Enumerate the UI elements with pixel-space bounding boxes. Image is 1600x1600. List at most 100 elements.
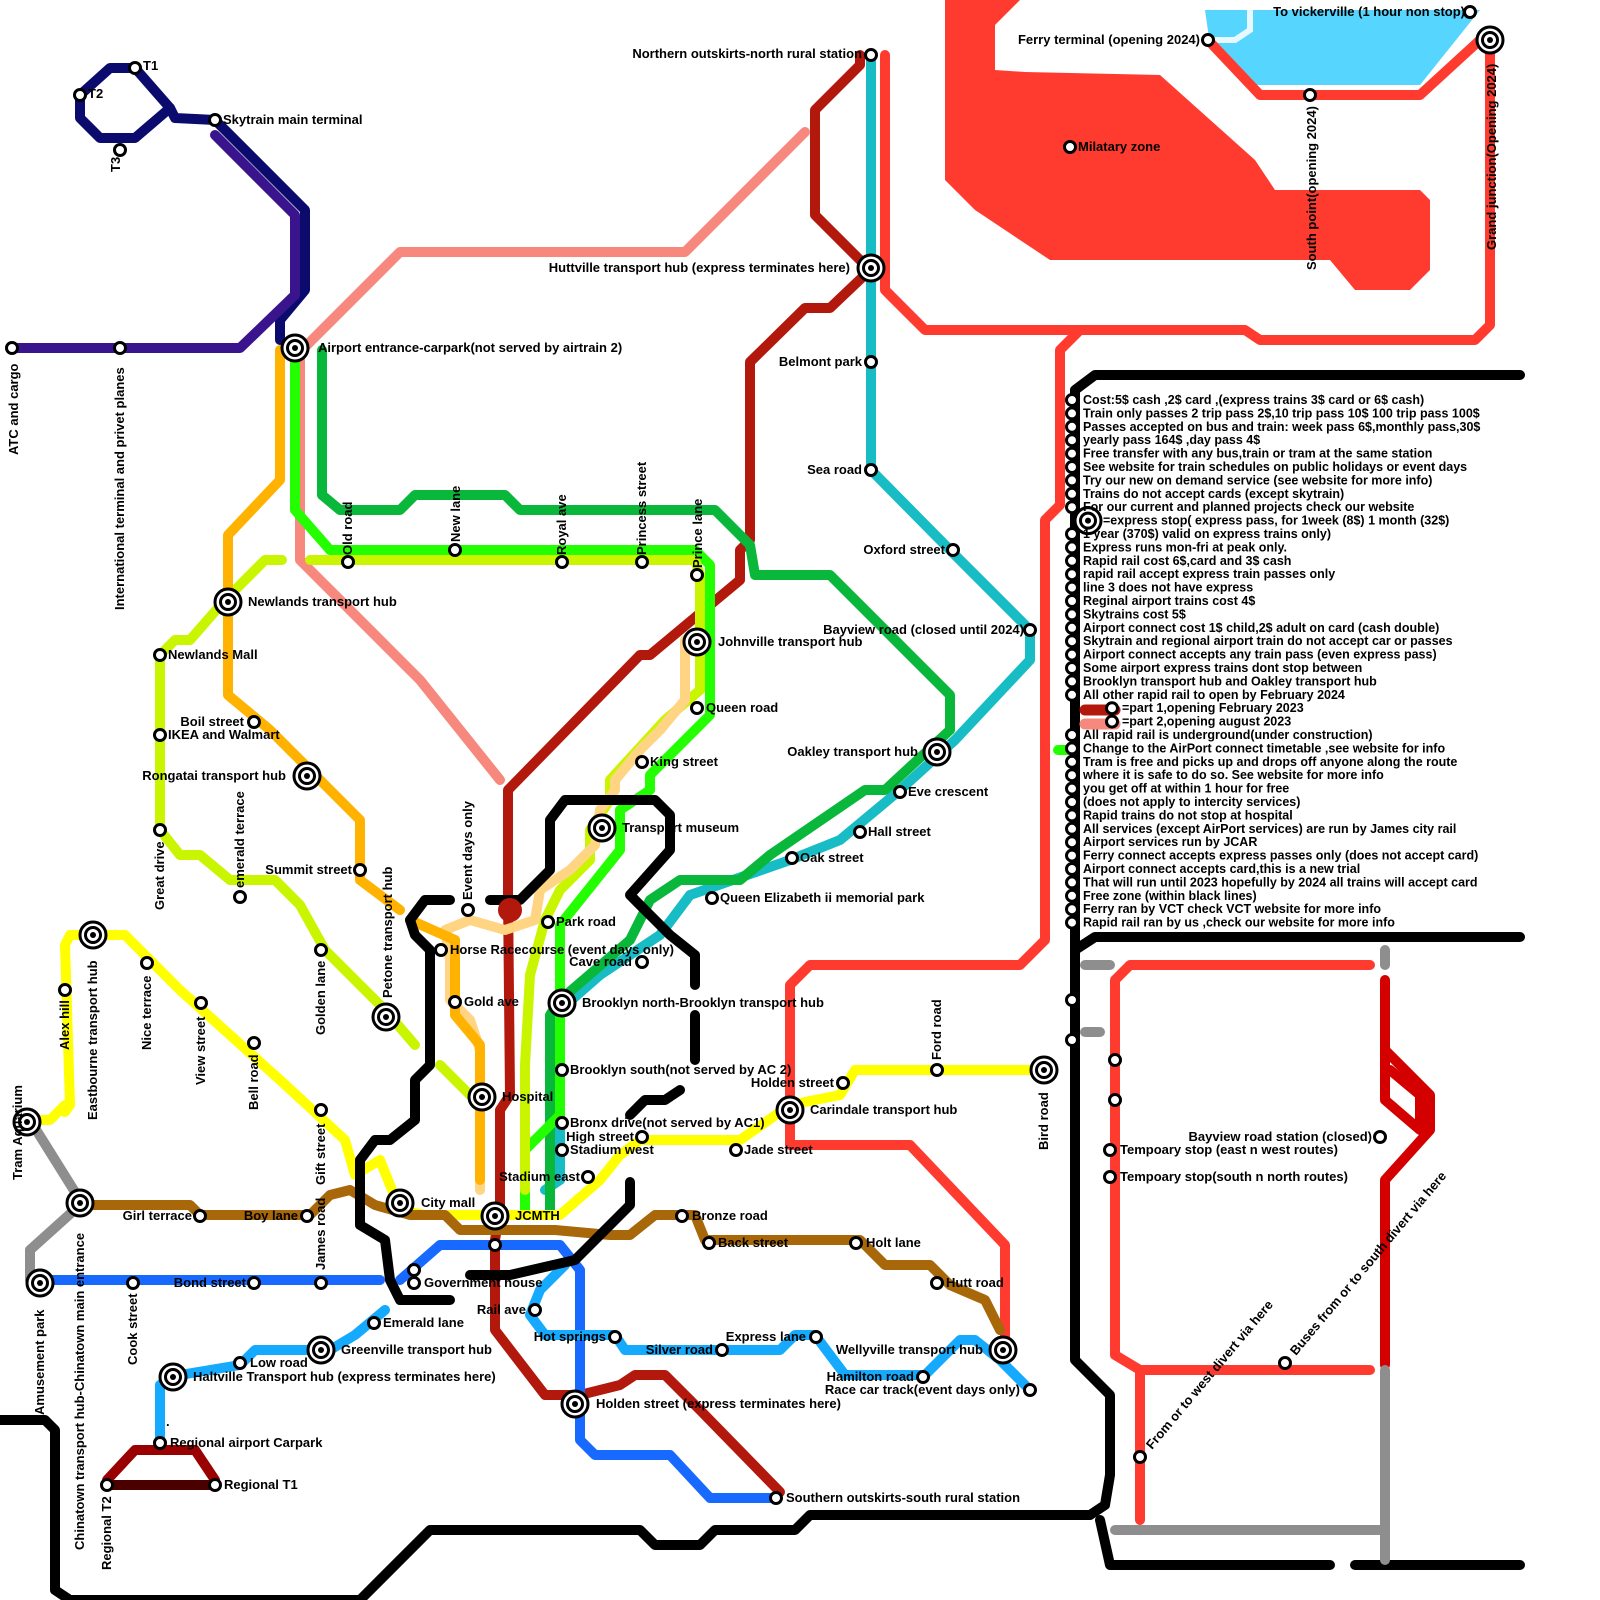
info-note: rapid rail accept express train passes o… xyxy=(1083,567,1335,581)
station-bird-hub-icon xyxy=(1031,1057,1057,1083)
station-rongatai-hub-icon xyxy=(294,763,320,789)
station-government-icon xyxy=(409,1278,420,1289)
info-bullet-28-icon xyxy=(1067,770,1078,781)
station-extra-0-icon xyxy=(409,1265,420,1276)
water-destination-label: To vickerville (1 hour non stop) xyxy=(1273,4,1465,19)
info-note: All rapid rail is underground(under cons… xyxy=(1083,728,1373,742)
station-stadium-west-icon xyxy=(557,1145,568,1156)
info-note: Try our new on demand service (see websi… xyxy=(1083,473,1432,487)
station-extra-1-icon xyxy=(490,1240,501,1251)
station-label-oxford: Oxford street xyxy=(863,542,945,557)
info-bullet-4-icon xyxy=(1067,448,1078,459)
station-carindale-hub-icon xyxy=(777,1097,803,1123)
station-museum-hub-icon xyxy=(589,815,615,841)
station-label-skytrain-main: Skytrain main terminal xyxy=(223,112,362,127)
info-note: =express stop( express pass, for 1week (… xyxy=(1103,514,1449,528)
station-silver-icon xyxy=(717,1345,728,1356)
station-label-carindale: Carindale transport hub xyxy=(810,1102,957,1117)
station-park-road-icon xyxy=(543,917,554,928)
info-note: See website for train schedules on publi… xyxy=(1083,460,1467,474)
station-label-hall: Hall street xyxy=(868,824,932,839)
station-label-nice-terrace: Nice terrace xyxy=(139,976,154,1050)
station-bronze-icon xyxy=(677,1211,688,1222)
info-bullet-1-icon xyxy=(1067,408,1078,419)
station-label-park-road: Park road xyxy=(556,914,616,929)
info-note: All services (except AirPort services) a… xyxy=(1083,822,1456,836)
station-label-back-street: Back street xyxy=(718,1235,789,1250)
info-bullet-5-icon xyxy=(1067,462,1078,473)
station-nice-terrace-icon xyxy=(142,958,153,969)
station-eve-icon xyxy=(895,787,906,798)
station-johnville-hub-icon xyxy=(684,629,710,655)
info-note: Airport services run by JCAR xyxy=(1083,835,1257,849)
info-bullet-38-icon xyxy=(1067,904,1078,915)
station-gold-ave-icon xyxy=(450,997,461,1008)
station-label-gold-ave: Gold ave xyxy=(464,994,519,1009)
station-oxford-icon xyxy=(948,545,959,556)
station-city-mall-hub-icon xyxy=(387,1190,413,1216)
info-note: Train only passes 2 trip pass 2$,10 trip… xyxy=(1083,406,1480,420)
info-note: 1 year (370$) valid on express trains on… xyxy=(1083,527,1331,541)
station-belmont-icon xyxy=(866,357,877,368)
station-label-royal-ave: Royal ave xyxy=(554,494,569,555)
info-note: Skytrains cost 5$ xyxy=(1083,607,1186,621)
info-bullet-18-icon xyxy=(1067,636,1078,647)
info-note: Airport connect accepts card,this is a n… xyxy=(1083,862,1360,876)
station-ikea-icon xyxy=(155,730,166,741)
info-note: you get off at within 1 hour for free xyxy=(1083,782,1289,796)
station-label-hot-springs: Hot springs xyxy=(534,1329,606,1344)
station-label-bird: Bird road xyxy=(1036,1092,1051,1150)
junction-marker xyxy=(498,898,522,922)
station-express-lane-icon xyxy=(811,1332,822,1343)
station-extra-5-icon xyxy=(1110,1095,1121,1106)
info-bullet-32-icon xyxy=(1067,823,1078,834)
station-label-bell-road: Bell road xyxy=(246,1054,261,1110)
info-note: Free transfer with any bus,train or tram… xyxy=(1083,447,1432,461)
station-label-stadium-west: Stadium west xyxy=(570,1142,654,1157)
station-high-icon xyxy=(637,1132,648,1143)
station-holden-hub-hub-icon xyxy=(562,1391,588,1417)
station-label-express-lane: Express lane xyxy=(726,1329,806,1344)
station-chinatown-hub-icon xyxy=(67,1190,93,1216)
info-note: yearly pass 164$ ,day pass 4$ xyxy=(1083,433,1260,447)
station-amusement-hub-icon xyxy=(27,1270,53,1296)
station-label-holden-street: Holden street xyxy=(751,1075,835,1090)
station-hall-icon xyxy=(855,827,866,838)
station-label-low-road: Low road xyxy=(250,1355,308,1370)
station-extra-6-icon xyxy=(1465,7,1476,18)
station-princess-icon xyxy=(637,557,648,568)
station-label-old-road: Old road xyxy=(340,501,355,555)
info-bullet-7-icon xyxy=(1067,488,1078,499)
station-label-regional-carpark: Regional airport Carpark xyxy=(170,1435,323,1450)
station-extra-2-icon xyxy=(1067,995,1078,1006)
info-bullet-24-icon xyxy=(1107,716,1118,727)
station-horse-icon xyxy=(436,945,447,956)
station-event-days-icon xyxy=(463,905,474,916)
station-label-amusement: Amusement park xyxy=(32,1309,47,1415)
station-oak-icon xyxy=(787,853,798,864)
info-bullet-19-icon xyxy=(1067,649,1078,660)
station-t1-icon xyxy=(130,63,141,74)
station-label-sea-road: Sea road xyxy=(807,462,862,477)
station-label-boy-lane: Boy lane xyxy=(244,1208,298,1223)
station-jade-icon xyxy=(731,1145,742,1156)
pink-line xyxy=(300,132,805,780)
info-note: (does not apply to intercity services) xyxy=(1083,795,1300,809)
station-label-eve: Eve crescent xyxy=(908,784,989,799)
info-note: Airport connect accepts any train pass (… xyxy=(1083,648,1437,662)
station-label-prince-lane: Prince lane xyxy=(690,499,705,568)
info-note: Passes accepted on bus and train: week p… xyxy=(1083,420,1480,434)
station-qe2-icon xyxy=(707,893,718,904)
station-skytrain-main-icon xyxy=(210,115,221,126)
station-label-holt: Holt lane xyxy=(866,1235,921,1250)
station-label-bond: Bond street xyxy=(174,1275,247,1290)
station-view-street-icon xyxy=(196,998,207,1009)
station-regional-t1-icon xyxy=(210,1480,221,1491)
station-label-queen-road: Queen road xyxy=(706,700,778,715)
station-bayview-closed-icon xyxy=(1375,1132,1386,1143)
info-bullet-39-icon xyxy=(1067,917,1078,928)
info-bullet-2-icon xyxy=(1067,421,1078,432)
purple-line xyxy=(12,135,295,348)
